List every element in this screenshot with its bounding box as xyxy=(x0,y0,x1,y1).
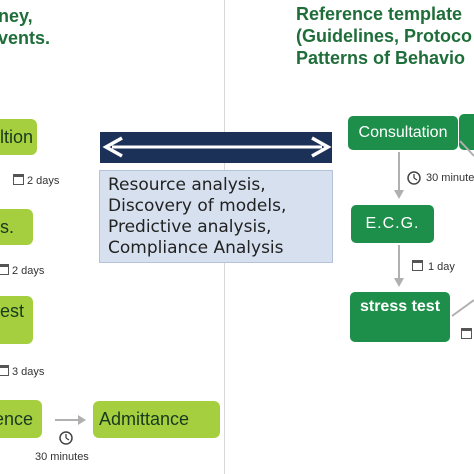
right-heading: Reference template (Guidelines, Protoco … xyxy=(296,3,472,69)
calendar-icon xyxy=(0,264,9,275)
right-step-stress-test: stress test xyxy=(350,292,450,342)
calendar-icon xyxy=(461,328,472,339)
clock-icon xyxy=(407,171,421,185)
analysis-line: Discovery of models, xyxy=(108,196,287,216)
left-duration-1: 2 days xyxy=(13,174,59,187)
duration-label: 30 minute xyxy=(426,172,474,184)
left-step-label: ltion xyxy=(0,126,34,147)
left-heading-line-1: ney, xyxy=(0,6,33,26)
right-step-label: Consultation xyxy=(358,124,448,141)
calendar-icon xyxy=(412,260,423,271)
left-heading: ney, vents. xyxy=(0,5,50,49)
duration-label: 30 minutes xyxy=(35,451,89,463)
analysis-line: Resource analysis, xyxy=(108,175,266,195)
double-arrow xyxy=(102,136,332,158)
left-step-consultation: ltion xyxy=(0,119,37,155)
left-duration-4: 30 minutes xyxy=(35,451,89,463)
duration-label: 1 day xyxy=(428,261,455,273)
left-step-label: est xyxy=(0,301,25,321)
right-step-consultation: Consultation xyxy=(348,116,458,150)
analysis-box: Resource analysis, Discovery of models, … xyxy=(99,170,333,263)
duration-label: 3 days xyxy=(12,366,45,378)
analysis-line: Compliance Analysis xyxy=(108,238,284,258)
arrow-ecg-to-stress xyxy=(394,245,404,287)
arrow-consultation-to-ecg xyxy=(394,152,404,199)
left-duration-2: 2 days xyxy=(0,264,44,277)
calendar-icon xyxy=(13,174,24,185)
arrow-to-admittance xyxy=(55,415,86,425)
right-heading-line-1: Reference template xyxy=(296,4,463,24)
right-step-label: E.C.G. xyxy=(365,215,420,232)
left-step-admittance: Admittance xyxy=(93,401,220,438)
duration-label: 2 days xyxy=(12,265,45,277)
left-step-stress-test: est xyxy=(0,296,33,344)
right-duration-2: 1 day xyxy=(412,260,455,273)
duration-label: 2 days xyxy=(27,175,60,187)
left-duration-3: 3 days xyxy=(0,365,44,378)
connector-right-bottom xyxy=(451,299,474,317)
right-duration-1: 30 minute xyxy=(426,172,474,184)
right-offscreen-box xyxy=(459,114,474,150)
right-step-label: stress test xyxy=(359,298,441,315)
right-heading-line-3: Patterns of Behavio xyxy=(296,48,466,68)
left-step-ecg: s. xyxy=(0,209,33,245)
left-step-label: Admittance xyxy=(99,409,190,429)
left-step-label: s. xyxy=(0,216,15,237)
left-step-label: ence xyxy=(0,408,34,429)
analysis-line: Predictive analysis, xyxy=(108,217,272,237)
left-heading-line-2: vents. xyxy=(0,28,51,48)
right-heading-line-2: (Guidelines, Protoco xyxy=(296,26,473,46)
connector-right-top xyxy=(459,140,474,157)
clock-icon xyxy=(59,431,73,445)
left-step-preference: ence xyxy=(0,400,42,438)
right-step-ecg: E.C.G. xyxy=(351,205,434,243)
calendar-icon xyxy=(0,365,9,376)
